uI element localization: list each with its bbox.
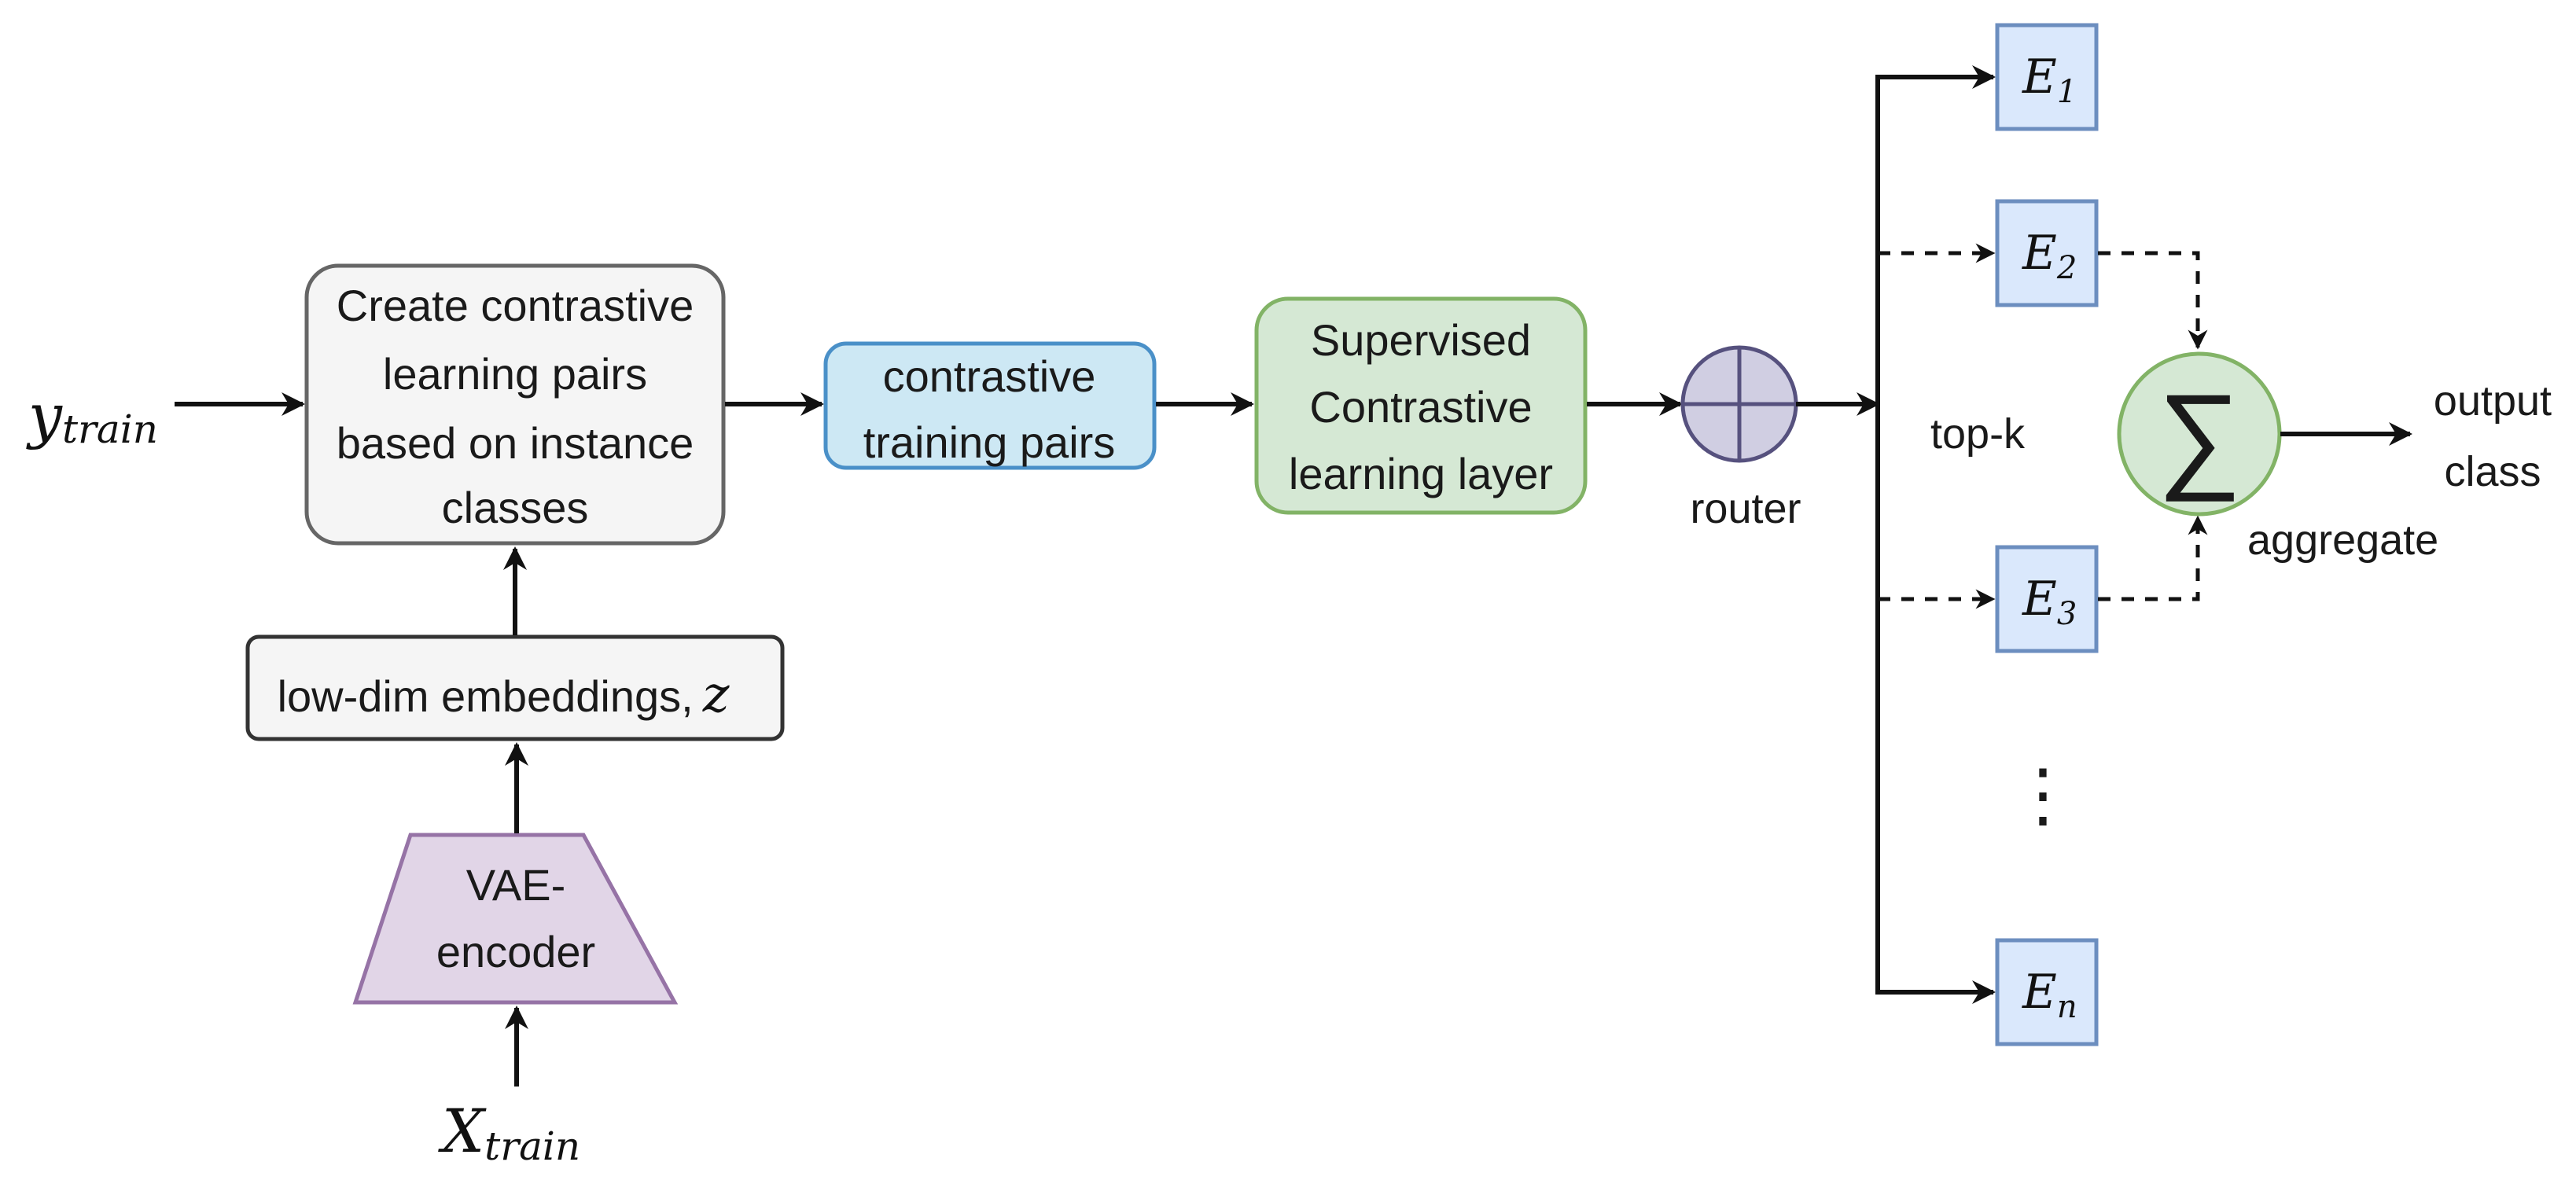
aggregate-label: aggregate: [2247, 517, 2438, 564]
create-pairs-line-4: classes: [442, 483, 589, 532]
training-pairs-box: contrastive training pairs: [823, 341, 1157, 470]
embeddings-rect: [245, 634, 785, 741]
training-pairs-line-1: contrastive: [883, 351, 1096, 401]
expert-en: En: [1995, 938, 2099, 1046]
training-pairs-rect: [823, 341, 1157, 470]
svg-text:E3: E3: [2022, 572, 2077, 632]
svg-text:ytrain: ytrain: [26, 381, 158, 452]
create-pairs-box: Create contrastive learning pairs based …: [304, 263, 726, 546]
svg-text:En: En: [2022, 965, 2077, 1025]
sum-icon: ∑: [2158, 370, 2242, 502]
vae-line-1: VAE-: [466, 860, 566, 910]
expert-e1: E1: [1995, 23, 2099, 131]
supcon-rect: [1254, 296, 1588, 515]
svg-text:E2: E2: [2022, 226, 2077, 286]
x-train-label: Xtrain: [438, 1096, 580, 1169]
vae-encoder: VAE- encoder: [352, 833, 679, 1005]
output-label-line-1: output: [2434, 377, 2552, 425]
y-train-label: ytrain: [26, 381, 158, 452]
create-pairs-line-1: Create contrastive: [337, 281, 694, 330]
arrow-e3-to-sum: [2098, 515, 2208, 601]
router-label: router: [1690, 485, 1801, 532]
svg-text:E1: E1: [2022, 50, 2077, 110]
topk-label: top-k: [1930, 410, 2026, 458]
aggregate-node: ∑ aggregate: [2117, 351, 2438, 564]
experts-ellipsis: ⋮: [2007, 756, 2078, 835]
create-pairs-line-2: learning pairs: [383, 349, 647, 399]
expert-en-rect: [1995, 938, 2099, 1046]
embeddings-box: low-dim embeddings,z: [245, 634, 785, 741]
create-pairs-rect: [304, 263, 726, 546]
supcon-box: Supervised Contrastive learning layer: [1254, 296, 1588, 515]
output-label-line-2: class: [2444, 448, 2541, 495]
embeddings-label: low-dim embeddings,z: [278, 666, 730, 724]
supcon-line-2: Contrastive: [1309, 382, 1532, 432]
expert-e3: E3: [1995, 545, 2099, 653]
training-pairs-line-2: training pairs: [863, 417, 1116, 467]
expert-e2-rect: [1995, 199, 2099, 307]
sum-circle: [2117, 351, 2282, 517]
svg-text:Xtrain: Xtrain: [438, 1096, 580, 1169]
arrow-e2-to-sum: [2098, 251, 2208, 350]
create-pairs-line-3: based on instance: [337, 418, 694, 468]
router-node: router: [1680, 345, 1801, 532]
expert-e2: E2: [1995, 199, 2099, 307]
expert-e3-rect: [1995, 545, 2099, 653]
expert-e1-rect: [1995, 23, 2099, 131]
supcon-line-3: learning layer: [1289, 449, 1553, 498]
vae-line-2: encoder: [436, 927, 595, 976]
vae-trapezoid: [352, 833, 679, 1005]
supcon-line-1: Supervised: [1311, 315, 1531, 365]
